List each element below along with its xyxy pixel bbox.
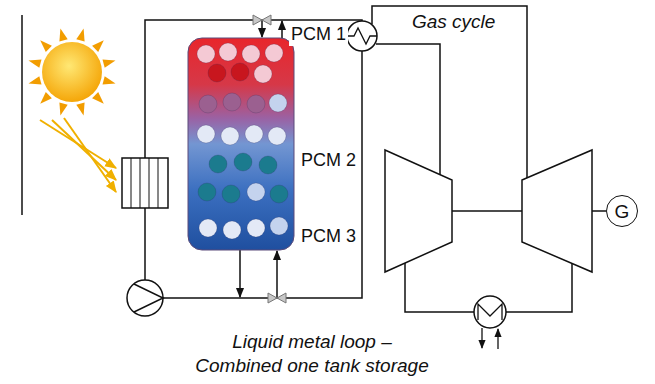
receiver-tube — [140, 158, 141, 208]
pcm-capsule — [199, 219, 217, 237]
pcm-capsule — [223, 221, 241, 239]
sun-ray-spike — [40, 92, 52, 104]
pcm-capsule — [245, 125, 263, 143]
coolant-out — [481, 328, 482, 348]
pcm-capsule — [208, 64, 226, 82]
sun-ray-spike — [92, 92, 104, 104]
turbine-symbol — [522, 150, 592, 272]
sun-ray-spike — [103, 76, 116, 84]
pcm-capsule — [270, 217, 288, 235]
sun-ray-spike — [29, 76, 42, 84]
sun-ray-spike — [59, 103, 67, 116]
gas-cooler-coil — [478, 304, 502, 320]
pcm-capsule — [254, 65, 272, 83]
shaft — [452, 210, 522, 212]
coolant-in — [497, 329, 498, 349]
receiver-tube — [131, 158, 132, 208]
sun-ray-spike — [40, 40, 52, 52]
sun-ray — [52, 120, 116, 180]
caption: Liquid metal loop – Combined one tank st… — [187, 330, 437, 378]
loop-pipe — [145, 20, 362, 298]
tank-inlet — [276, 251, 278, 298]
pcm-capsule — [197, 45, 215, 63]
gas-cooler — [474, 296, 506, 328]
sun-ray-spike — [59, 29, 67, 42]
tank-outlet — [281, 21, 283, 38]
compressor-symbol — [385, 150, 452, 272]
pcm-capsule — [221, 127, 239, 145]
pcm-capsule — [247, 95, 265, 113]
heat-exchanger — [347, 21, 377, 51]
pump-symbol-mark — [134, 284, 163, 312]
gas-pipe — [372, 6, 527, 178]
pcm-capsule — [247, 219, 265, 237]
pcm-capsule — [242, 45, 260, 63]
pcm-capsule — [223, 93, 241, 111]
receiver-tube — [149, 158, 150, 208]
gas-pipe — [405, 263, 474, 312]
part-label: PCM 2 — [299, 150, 358, 172]
pcm-capsule — [268, 127, 286, 145]
pcm-capsule — [269, 94, 287, 112]
generator-circle: G — [606, 195, 638, 227]
pcm-capsule — [247, 183, 265, 201]
receiver-tube — [158, 158, 159, 208]
pcm-capsule — [231, 63, 249, 81]
solar-receiver — [122, 158, 168, 208]
three-way-valve — [253, 15, 271, 25]
sun-ray-spike — [103, 59, 116, 67]
pcm-capsule — [222, 185, 240, 203]
tank-inlet — [261, 20, 263, 37]
sun-ray-spike — [76, 103, 84, 116]
pcm-capsule — [265, 44, 283, 62]
sun-ray-spike — [76, 29, 84, 42]
sun-ray-spike — [92, 40, 104, 52]
pcm-capsule — [259, 156, 277, 174]
pcm-capsules — [197, 43, 288, 239]
sun-rays — [29, 29, 116, 116]
generator-letter: G — [615, 202, 630, 221]
part-label: Gas cycle — [410, 11, 497, 34]
pcm-capsule — [197, 125, 215, 143]
part-label: PCM 3 — [299, 226, 358, 248]
sun-ray-spike — [29, 59, 42, 67]
shaft — [592, 210, 606, 212]
pcm-capsule — [198, 183, 216, 201]
tower-wall — [21, 15, 23, 215]
tank-outlet — [239, 250, 241, 297]
heat-exchanger-coil — [347, 28, 377, 44]
gas-pipe — [506, 263, 572, 312]
sun — [42, 42, 102, 102]
pcm-capsule — [209, 155, 227, 173]
sun-ray — [64, 118, 116, 192]
three-way-valve — [268, 293, 286, 303]
pcm-capsule — [270, 185, 288, 203]
pcm-capsule — [234, 153, 252, 171]
part-label: PCM 1 — [289, 24, 348, 46]
pump-symbol — [127, 280, 163, 316]
pcm-capsule — [199, 95, 217, 113]
storage-tank — [188, 38, 294, 250]
pcm-capsule — [219, 43, 237, 61]
